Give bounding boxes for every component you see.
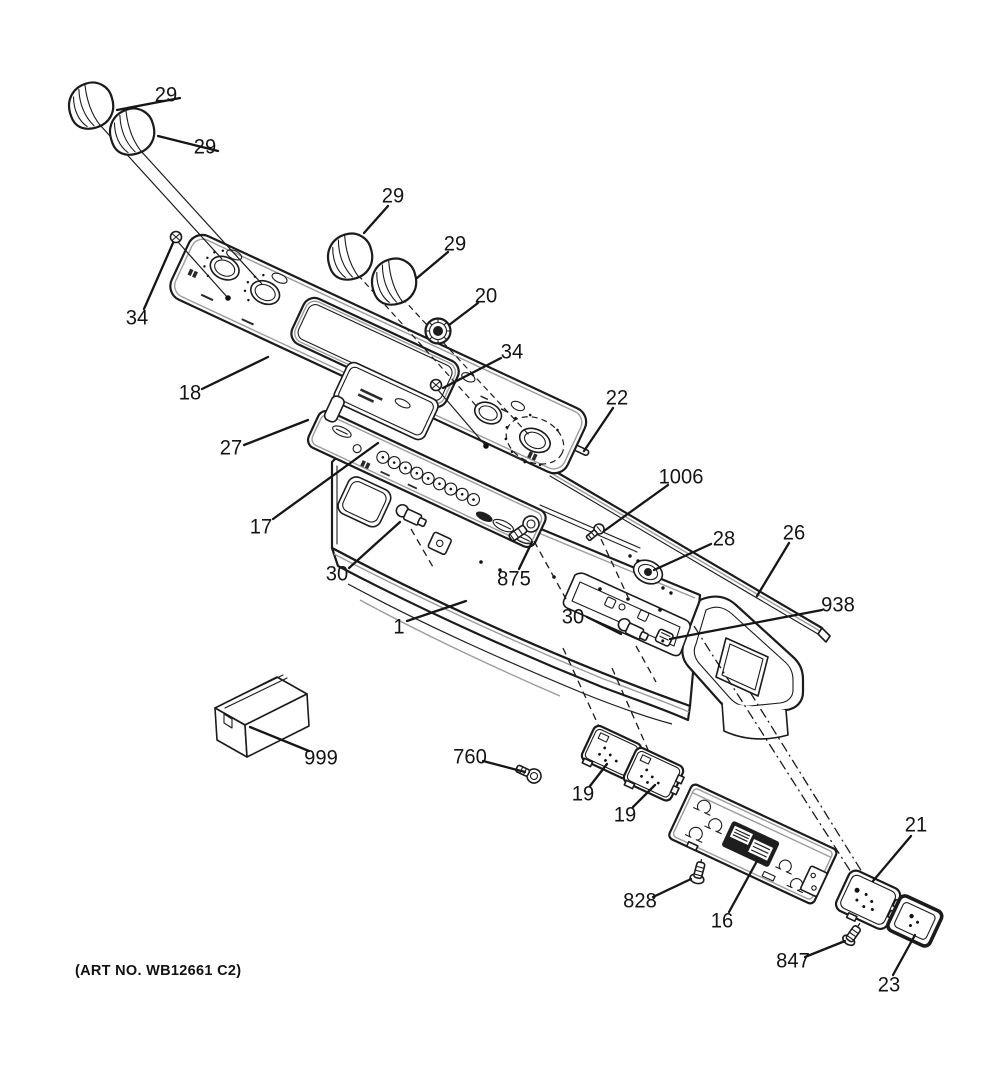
part-label-16: 16 xyxy=(710,909,734,933)
part-label-29-3: 29 xyxy=(381,184,405,208)
part-label-875: 875 xyxy=(497,567,531,591)
part-label-34-2: 34 xyxy=(500,340,524,364)
part-label-20: 20 xyxy=(474,284,498,308)
switch-module-23 xyxy=(886,894,944,948)
switch-28 xyxy=(632,559,664,585)
part-label-1006: 1006 xyxy=(658,465,704,489)
part-label-19-2: 19 xyxy=(613,803,637,827)
part-label-28: 28 xyxy=(712,527,736,551)
part-label-34-1: 34 xyxy=(125,306,149,330)
part-label-847: 847 xyxy=(776,949,810,973)
assembly-dash xyxy=(635,645,657,683)
knob-axis-line xyxy=(139,149,263,285)
knob-29-1 xyxy=(67,81,115,130)
part-label-21: 21 xyxy=(904,813,928,837)
nut-20 xyxy=(424,317,452,345)
part-label-29-1: 29 xyxy=(154,83,178,107)
screw-847 xyxy=(842,925,861,947)
assembly-dash xyxy=(562,647,602,732)
part-label-22: 22 xyxy=(605,386,629,410)
screw-875 xyxy=(508,515,540,542)
leader-lines xyxy=(115,96,917,977)
art-number: (ART NO. WB12661 C2) xyxy=(75,963,242,979)
switch-30-1 xyxy=(395,503,427,528)
screw-34-2 xyxy=(429,378,443,392)
part-label-18: 18 xyxy=(178,381,202,405)
screw-axis-line xyxy=(177,241,229,299)
control-board-16 xyxy=(668,783,838,905)
screw-828 xyxy=(689,861,706,885)
assembly-dash xyxy=(749,691,873,889)
knob-29-3 xyxy=(326,232,374,281)
support-bracket-1 xyxy=(330,446,805,740)
part-label-23: 23 xyxy=(877,973,901,997)
clip-938 xyxy=(654,628,674,647)
part-label-999: 999 xyxy=(304,746,338,770)
switch-module-19-2 xyxy=(622,746,685,802)
part-label-938: 938 xyxy=(821,593,855,617)
part-label-29-4: 29 xyxy=(443,232,467,256)
knob-29-2 xyxy=(108,107,156,156)
part-label-30-1: 30 xyxy=(325,562,349,586)
part-label-30-2: 30 xyxy=(561,605,585,629)
display-housing xyxy=(323,361,439,441)
part-label-26: 26 xyxy=(782,521,806,545)
screw-34-1 xyxy=(169,230,183,244)
membrane-buttons xyxy=(376,450,481,507)
part-label-27: 27 xyxy=(219,436,243,460)
switch-30-2 xyxy=(617,617,649,642)
assembly-dash xyxy=(410,528,434,568)
screw-760 xyxy=(515,764,542,784)
trim-strip-26 xyxy=(549,468,831,643)
shipping-box-999 xyxy=(214,674,310,758)
screw-1006 xyxy=(585,523,605,542)
knob-29-4 xyxy=(370,257,418,306)
assembly-dash xyxy=(600,538,629,598)
knob-axis-dashed xyxy=(401,297,531,437)
membrane-panel-17-27 xyxy=(306,409,547,549)
part-label-29-2: 29 xyxy=(193,135,217,159)
assembly-dash xyxy=(611,667,650,753)
part-label-17: 17 xyxy=(249,515,273,539)
part-label-760: 760 xyxy=(453,745,487,769)
control-panel-18 xyxy=(169,233,588,475)
part-label-1: 1 xyxy=(393,615,405,639)
part-label-828: 828 xyxy=(623,889,657,913)
screw-axis-line xyxy=(437,389,487,447)
part-label-19-1: 19 xyxy=(571,782,595,806)
